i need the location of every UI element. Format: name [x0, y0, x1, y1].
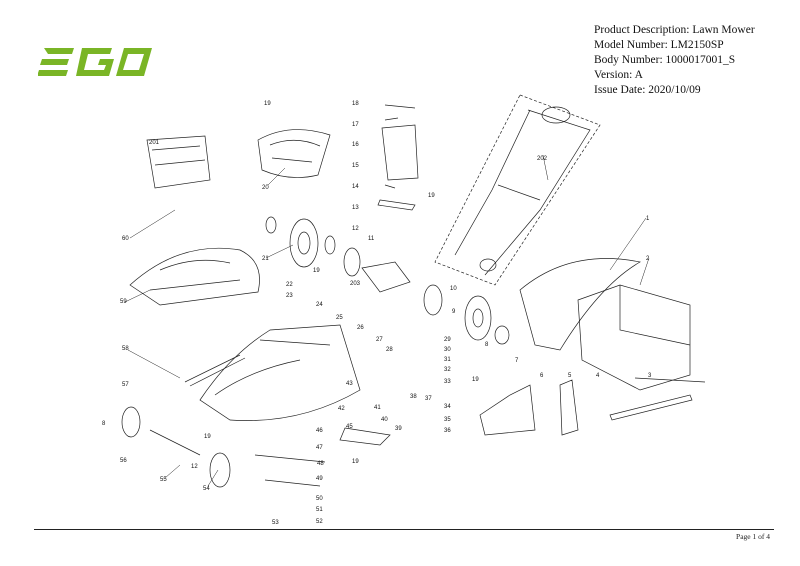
- callout-28: 28: [386, 347, 393, 353]
- callout-39: 39: [395, 426, 402, 432]
- callout-19f: 19: [352, 459, 359, 465]
- callout-20: 20: [262, 185, 269, 191]
- rear-wheel-right-part: [464, 295, 492, 341]
- callout-38a: 38: [410, 394, 417, 400]
- callout-53: 53: [272, 520, 279, 526]
- callout-34: 34: [444, 404, 451, 410]
- callout-47: 47: [316, 445, 323, 451]
- page-number: Page 1 of 4: [736, 532, 770, 541]
- callout-60: 60: [122, 236, 129, 242]
- handle-assembly-box: [434, 94, 601, 286]
- blade-part: [609, 394, 693, 421]
- callout-19c: 19: [313, 268, 320, 274]
- rear-wheel-part: [289, 218, 319, 268]
- callout-5: 5: [568, 373, 572, 379]
- callout-14: 14: [352, 184, 359, 190]
- callout-labels: 19 18 17 16 201 20 202 15 14 19 13 12 11…: [102, 101, 652, 526]
- callout-22: 22: [286, 282, 293, 288]
- callout-19a: 19: [264, 101, 271, 107]
- callout-13: 13: [352, 205, 359, 211]
- callout-25: 25: [336, 315, 343, 321]
- callout-31: 31: [444, 357, 451, 363]
- callout-52: 52: [316, 519, 323, 525]
- callout-9: 9: [452, 309, 456, 315]
- callout-18: 18: [352, 101, 359, 107]
- callout-12: 12: [352, 226, 359, 232]
- handle-part: [454, 109, 591, 276]
- callout-21: 21: [262, 256, 269, 262]
- callout-48: 48: [317, 461, 324, 467]
- ego-logo: [38, 48, 152, 76]
- callout-19e: 19: [204, 434, 211, 440]
- mulch-plug-part: [381, 124, 419, 181]
- callout-2: 2: [646, 256, 650, 262]
- version: Version: A: [594, 69, 643, 81]
- callout-1: 1: [646, 216, 650, 222]
- grass-bag-part: [577, 284, 691, 391]
- footer-divider: [34, 529, 774, 530]
- product-info-block: Product Description: Lawn Mower Model Nu…: [594, 23, 755, 98]
- callout-33: 33: [444, 379, 451, 385]
- callout-12b: 12: [191, 464, 198, 470]
- callout-49: 49: [316, 476, 323, 482]
- battery-cover-part: [257, 129, 331, 178]
- callout-7: 7: [515, 358, 519, 364]
- callout-6: 6: [540, 373, 544, 379]
- callout-35: 35: [444, 417, 451, 423]
- callout-16: 16: [352, 142, 359, 148]
- transmission-part: [361, 261, 411, 293]
- callout-43: 43: [346, 381, 353, 387]
- callout-27: 27: [376, 337, 383, 343]
- callout-26: 26: [357, 325, 364, 331]
- callout-37a: 37: [425, 396, 432, 402]
- callout-8a: 8: [485, 342, 489, 348]
- callout-58: 58: [122, 346, 129, 352]
- deck-part: [199, 324, 361, 421]
- callout-15: 15: [352, 163, 359, 169]
- callout-41: 41: [374, 405, 381, 411]
- callout-55: 55: [160, 477, 167, 483]
- callout-202: 202: [537, 156, 548, 162]
- callout-45: 45: [346, 424, 353, 430]
- callout-4: 4: [596, 373, 600, 379]
- callout-19b: 19: [428, 193, 435, 199]
- callout-59: 59: [120, 299, 127, 305]
- callout-32: 32: [444, 367, 451, 373]
- motor-cover-part: [129, 247, 260, 306]
- callout-36: 36: [444, 428, 451, 434]
- issue-date: Issue Date: 2020/10/09: [594, 84, 701, 96]
- callout-3: 3: [648, 373, 652, 379]
- model-number: Model Number: LM2150SP: [594, 39, 724, 51]
- callout-8b: 8: [102, 421, 106, 427]
- callout-46: 46: [316, 428, 323, 434]
- product-description: Product Description: Lawn Mower: [594, 24, 755, 36]
- callout-30: 30: [444, 347, 451, 353]
- callout-10: 10: [450, 286, 457, 292]
- callout-51: 51: [316, 507, 323, 513]
- callout-24: 24: [316, 302, 323, 308]
- body-number: Body Number: 1000017001_S: [594, 54, 736, 66]
- callout-23: 23: [286, 293, 293, 299]
- battery-part: [146, 135, 211, 189]
- callout-203: 203: [350, 281, 361, 287]
- callout-201: 201: [149, 140, 160, 146]
- callout-11: 11: [368, 236, 375, 242]
- callout-42: 42: [338, 406, 345, 412]
- callout-57: 57: [122, 382, 129, 388]
- callout-29: 29: [444, 337, 451, 343]
- callout-19d: 19: [472, 377, 479, 383]
- callout-56: 56: [120, 458, 127, 464]
- callout-50: 50: [316, 496, 323, 502]
- callout-40: 40: [381, 417, 388, 423]
- grass-bag-frame-part: [519, 258, 641, 351]
- callout-17: 17: [352, 122, 359, 128]
- callout-54: 54: [203, 486, 210, 492]
